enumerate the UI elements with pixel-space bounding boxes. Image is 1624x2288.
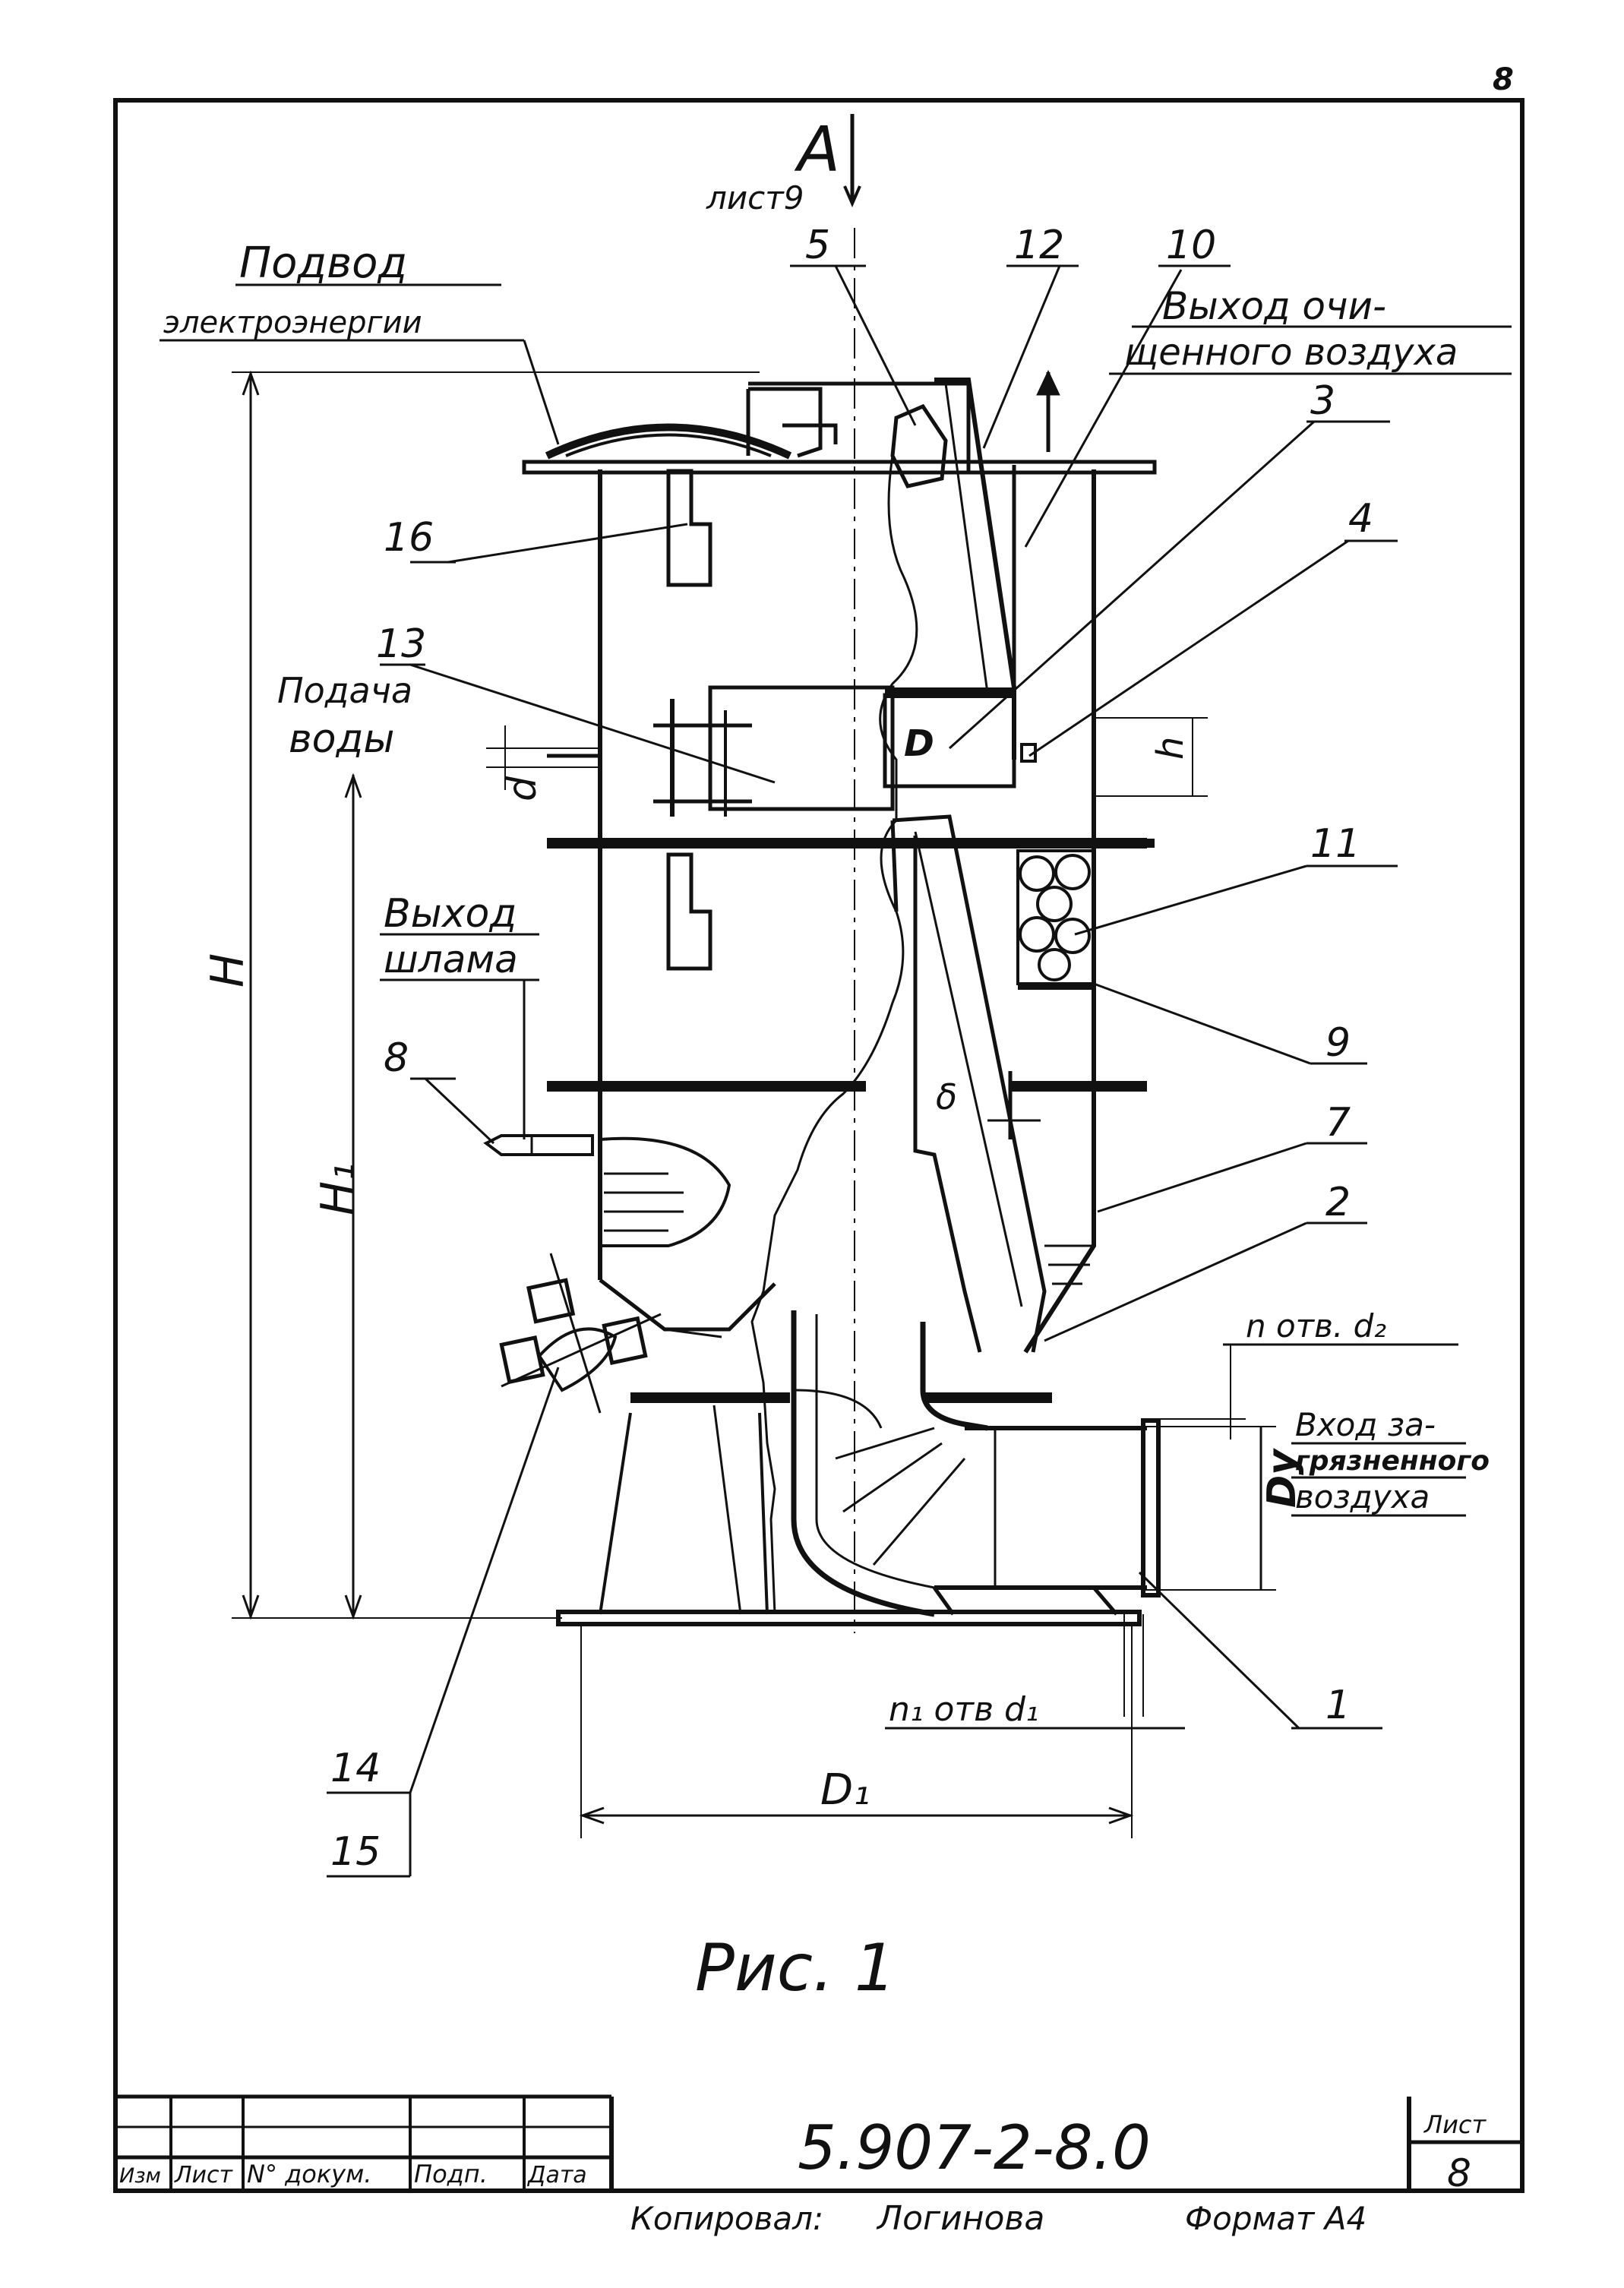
callout-12: 12 [1014, 223, 1064, 268]
label-sludge-line1: Выход [384, 891, 517, 937]
dim-D: D [904, 722, 934, 765]
label-sludge-line2: шлама [384, 937, 518, 981]
section-letter: A [794, 114, 840, 186]
label-water-line2: воды [289, 716, 394, 762]
callout-10: 10 [1166, 223, 1216, 268]
copier-name: Логинова [876, 2199, 1044, 2238]
doc-number: 5.907-2-8.0 [798, 2113, 1151, 2183]
label-water-line1: Подача [277, 670, 412, 711]
apparatus-body [483, 378, 1161, 1717]
dim-d: d [500, 776, 545, 801]
copied-label: Копировал: [630, 2200, 823, 2237]
dim-Dy: Dу [1259, 1448, 1305, 1508]
callout-4: 4 [1348, 496, 1373, 542]
dim-n-holes-d2: n отв. d₂ [1246, 1307, 1386, 1345]
sheet-frame [113, 98, 1524, 2193]
label-clean-air-line1: Выход очи- [1162, 284, 1386, 328]
label-power-line1: Подвод [239, 239, 407, 288]
callout-9: 9 [1325, 1020, 1351, 1066]
title-block: Изм Лист N° докум. Подп. Дата 5.907-2-8.… [115, 2094, 1522, 2238]
callout-1: 1 [1325, 1683, 1351, 1728]
dimensions [232, 370, 1458, 1838]
corner-sheet-number: 8 [1493, 62, 1514, 97]
label-dirty-air-line2: грязненного [1295, 1446, 1490, 1477]
col-doc-no: N° докум. [247, 2160, 371, 2188]
callout-11: 11 [1310, 821, 1360, 867]
valve-14 [499, 1253, 662, 1414]
section-arrow [843, 185, 861, 208]
dim-H: H [201, 953, 254, 988]
col-sign: Подп. [414, 2160, 488, 2188]
annotations: Подвод электроэнергии 5 12 10 Выход очи-… [163, 223, 1490, 2006]
callout-16: 16 [384, 515, 434, 561]
label-clean-air-line2: щенного воздуха [1124, 331, 1458, 374]
section-sheet-ref: лист9 [706, 179, 804, 216]
sheet-label: Лист [1423, 2110, 1487, 2139]
col-izm: Изм [119, 2164, 161, 2188]
callout-5: 5 [805, 223, 830, 268]
dim-H1: H₁ [311, 1163, 365, 1215]
label-dirty-air-line1: Вход за- [1295, 1406, 1436, 1443]
callout-14: 14 [330, 1746, 381, 1791]
label-power-line2: электроэнергии [163, 305, 422, 340]
sheet-number: 8 [1447, 2151, 1471, 2195]
col-list: Лист [174, 2162, 234, 2188]
leader-lines [160, 264, 1512, 1878]
figure-caption: Рис. 1 [695, 1930, 896, 2006]
dim-D1: D₁ [820, 1765, 870, 1815]
callout-15: 15 [330, 1829, 381, 1875]
callout-8: 8 [384, 1035, 409, 1081]
col-date: Дата [526, 2162, 587, 2188]
callout-13: 13 [376, 621, 426, 667]
packing-balls [1016, 849, 1095, 990]
label-dirty-air-line3: воздуха [1295, 1478, 1430, 1515]
dim-delta: δ [936, 1076, 957, 1117]
callout-2: 2 [1325, 1180, 1351, 1225]
callout-3: 3 [1310, 378, 1335, 424]
callout-7: 7 [1325, 1100, 1351, 1146]
dim-h: h [1149, 737, 1192, 760]
format-label: Формат А4 [1185, 2200, 1366, 2237]
dim-n1-holes-d1: n₁ отв d₁ [889, 1690, 1039, 1729]
